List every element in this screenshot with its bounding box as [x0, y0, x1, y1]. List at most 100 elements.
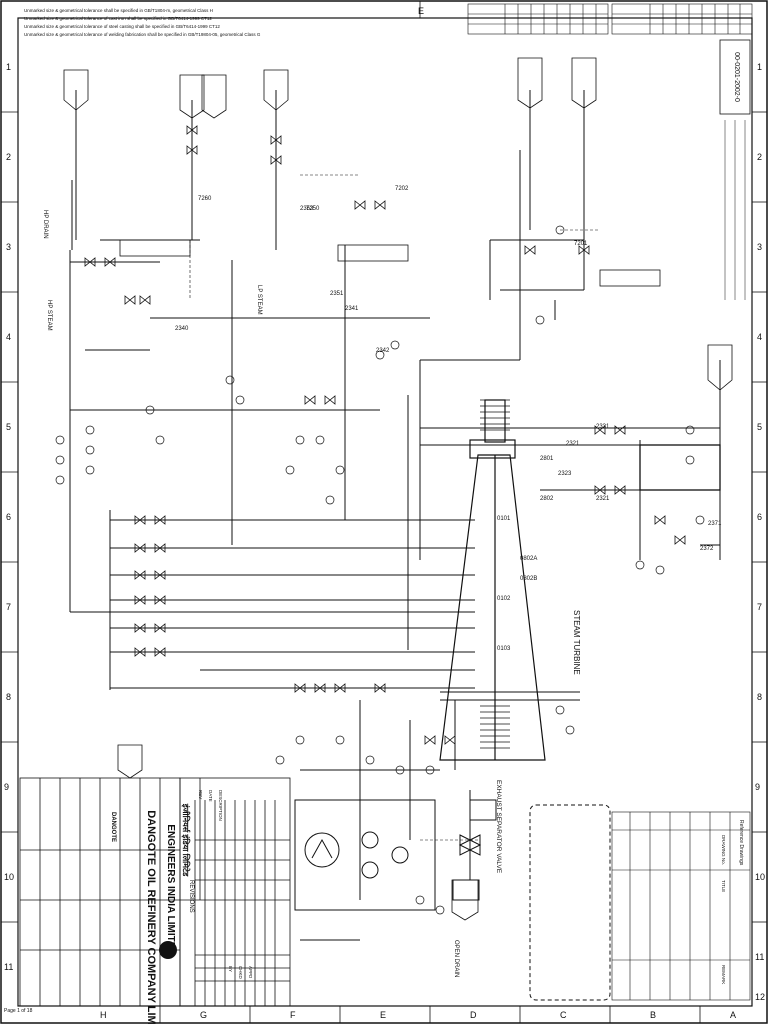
description-header: DESCRIPTION [218, 790, 223, 821]
zone-label: 9 [4, 782, 9, 792]
instrument-bubble-icon [225, 375, 235, 385]
zone-label: 2 [6, 152, 11, 162]
instrument-bubbles [55, 225, 705, 915]
zone-label: 11 [4, 962, 13, 972]
instrument-bubble-icon [335, 465, 345, 475]
instrument-bubble-icon [335, 735, 345, 745]
zone-label: C [560, 1010, 567, 1020]
note-line: Unmarked size & geometrical tolerance of… [24, 16, 212, 21]
zone-label: 1 [6, 62, 11, 72]
gate-valve-icon [154, 647, 166, 657]
gate-valve-icon [134, 595, 146, 605]
gate-valve-icon [354, 200, 366, 210]
side-notes [724, 120, 746, 300]
gate-valve-icon [154, 570, 166, 580]
date-header: DATE [208, 790, 213, 802]
consultant-native-name: इंजीनियर्स इंडिया लिमिटेड [181, 803, 191, 877]
instrument-air-boxes [119, 239, 661, 287]
reference-table [611, 811, 751, 1001]
zone-label: 3 [6, 242, 11, 252]
gate-valve-icon [424, 735, 436, 745]
instrument-bubble-icon [635, 560, 645, 570]
gate-valve-icon [524, 245, 536, 255]
instrument-bubble-icon [695, 515, 705, 525]
zone-label: 5 [6, 422, 11, 432]
zone-label: G [200, 1010, 207, 1020]
instrument-bubble-icon [390, 340, 400, 350]
instrument-bubble-icon [555, 225, 565, 235]
gate-valve-icon [374, 683, 386, 693]
equipment-tags: 2340 2341 2342 2353 2351 2331 2321 2321 … [175, 186, 722, 652]
instrument-bubble-icon [685, 425, 695, 435]
instrument-bubble-icon [535, 315, 545, 325]
client-name: DANGOTE OIL REFINERY COMPANY LIMITED [145, 810, 157, 1024]
gate-valve-icon [84, 257, 96, 267]
turbine-fins [480, 399, 510, 749]
instrument-bubble-icon [85, 425, 95, 435]
hp-steam-label: HP STEAM [46, 300, 52, 331]
gate-valve-icon [139, 295, 151, 305]
instrument-bubble-icon [315, 435, 325, 445]
gate-valve-icon [594, 425, 606, 435]
instrument-bubble-icon [395, 765, 405, 775]
tag-label: 7250 [306, 206, 320, 212]
zone-label: 4 [757, 332, 762, 342]
gate-valve-icon [314, 683, 326, 693]
instrument-bubble-icon [85, 445, 95, 455]
gate-valve-icon [134, 623, 146, 633]
instrument-bubble-icon [55, 435, 65, 445]
inner-border [17, 17, 753, 1007]
gate-valve-icon [334, 683, 346, 693]
gate-valve-icon [134, 515, 146, 525]
zone-label: 10 [755, 872, 765, 882]
instrument-bubble-icon [295, 735, 305, 745]
revisions-label: REVISIONS [188, 880, 194, 913]
tag-label: 0102 [497, 596, 511, 602]
zone-label: 1 [757, 62, 762, 72]
steam-turbine-label: STEAM TURBINE [572, 610, 581, 675]
zone-label: H [100, 1010, 107, 1020]
zone-label: 9 [755, 782, 760, 792]
zone-label: 8 [757, 692, 762, 702]
gate-valve-icon [654, 515, 666, 525]
gate-valve-icon [134, 543, 146, 553]
gate-valve-icon [154, 515, 166, 525]
reference-legend-box [529, 804, 611, 1001]
instrument-bubble-icon [325, 495, 335, 505]
revision-table-headers: REV DATE DESCRIPTION BY CHKD APPD [198, 790, 253, 980]
ref-col-header: REMARK [721, 965, 726, 984]
appd-header: APPD [248, 966, 253, 979]
by-header: BY [228, 966, 233, 972]
instrument-bubble-icon [425, 765, 435, 775]
gate-valve-icon [186, 145, 198, 155]
oil-cooler [294, 799, 436, 911]
zone-label: E [418, 6, 424, 16]
instrument-bubble-icon [375, 350, 385, 360]
gate-valve-icon [124, 295, 136, 305]
instrument-bubble-icon [155, 435, 165, 445]
gate-valve-icon [444, 735, 456, 745]
note-line: Unmarked size & geometrical tolerance of… [24, 32, 261, 37]
line-tags [63, 57, 733, 921]
ref-col-header: DRAWING No. [721, 835, 726, 865]
gate-valve-icon [594, 485, 606, 495]
gate-valve-icon [134, 647, 146, 657]
instrument-bubble-icon [655, 565, 665, 575]
zone-labels: 1 2 3 4 5 6 7 8 9 10 11 1 2 3 4 5 6 7 8 … [4, 6, 765, 1020]
gate-valve-icon [270, 135, 282, 145]
instrument-bubble-icon [55, 455, 65, 465]
instrument-bubble-icon [435, 905, 445, 915]
instrument-bubble-icon [365, 755, 375, 765]
zone-label: F [290, 1010, 296, 1020]
instrument-bubble-icon [85, 465, 95, 475]
tag-label: 2321 [596, 496, 610, 502]
drawing-number-box [719, 39, 751, 115]
tag-label: 0802B [520, 576, 537, 582]
engineers-india-logo [159, 941, 177, 959]
page-number: Page 1 of 18 [4, 1008, 33, 1014]
zone-label: 6 [757, 512, 762, 522]
tag-label: 2340 [175, 326, 189, 332]
instrument-bubble-icon [415, 895, 425, 905]
